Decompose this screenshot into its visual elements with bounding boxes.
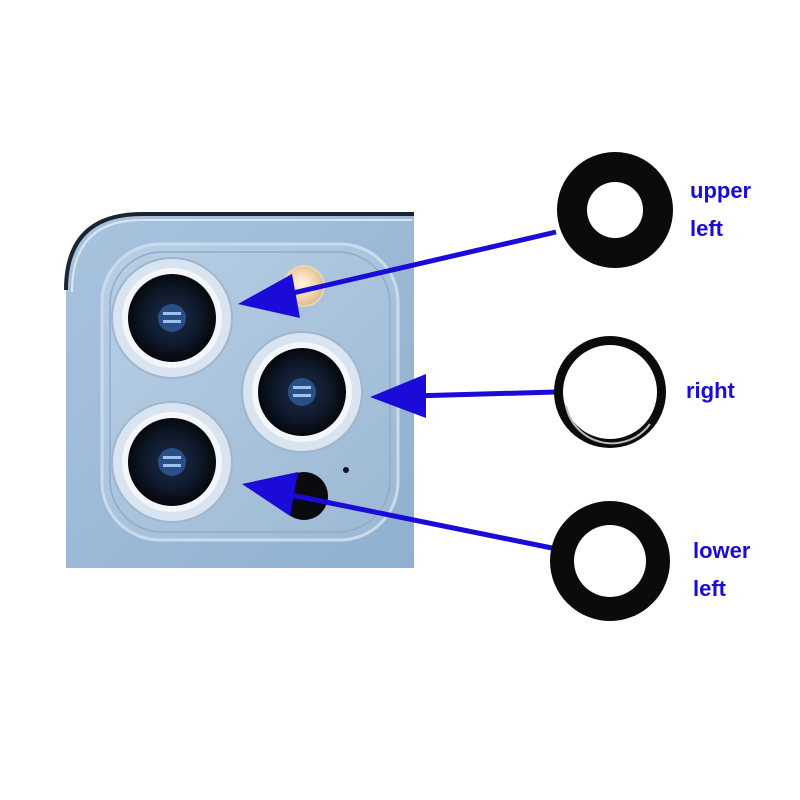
arrows [238, 229, 557, 551]
arrow-icon-right [370, 374, 557, 418]
upper-left-lens-cover-icon [557, 152, 673, 268]
arrow-icon-lower-left [242, 472, 553, 551]
label-right: right [686, 378, 735, 416]
lower-left-lens-icon [111, 401, 233, 523]
label-lower-left-line1: lower [693, 538, 751, 563]
label-lower-left: lower left [693, 538, 750, 614]
right-lens-icon [241, 331, 363, 453]
right-lens-cover-icon [554, 336, 666, 448]
label-upper-left-line2: left [690, 216, 723, 241]
upper-left-lens-icon [111, 257, 233, 379]
label-right-line1: right [686, 378, 735, 403]
label-upper-left-line1: upper [690, 178, 752, 203]
lower-left-lens-cover-icon [550, 501, 670, 621]
label-lower-left-line2: left [693, 576, 726, 601]
arrow-icon-upper-left [238, 229, 557, 318]
label-upper-left: upper left [690, 178, 751, 254]
